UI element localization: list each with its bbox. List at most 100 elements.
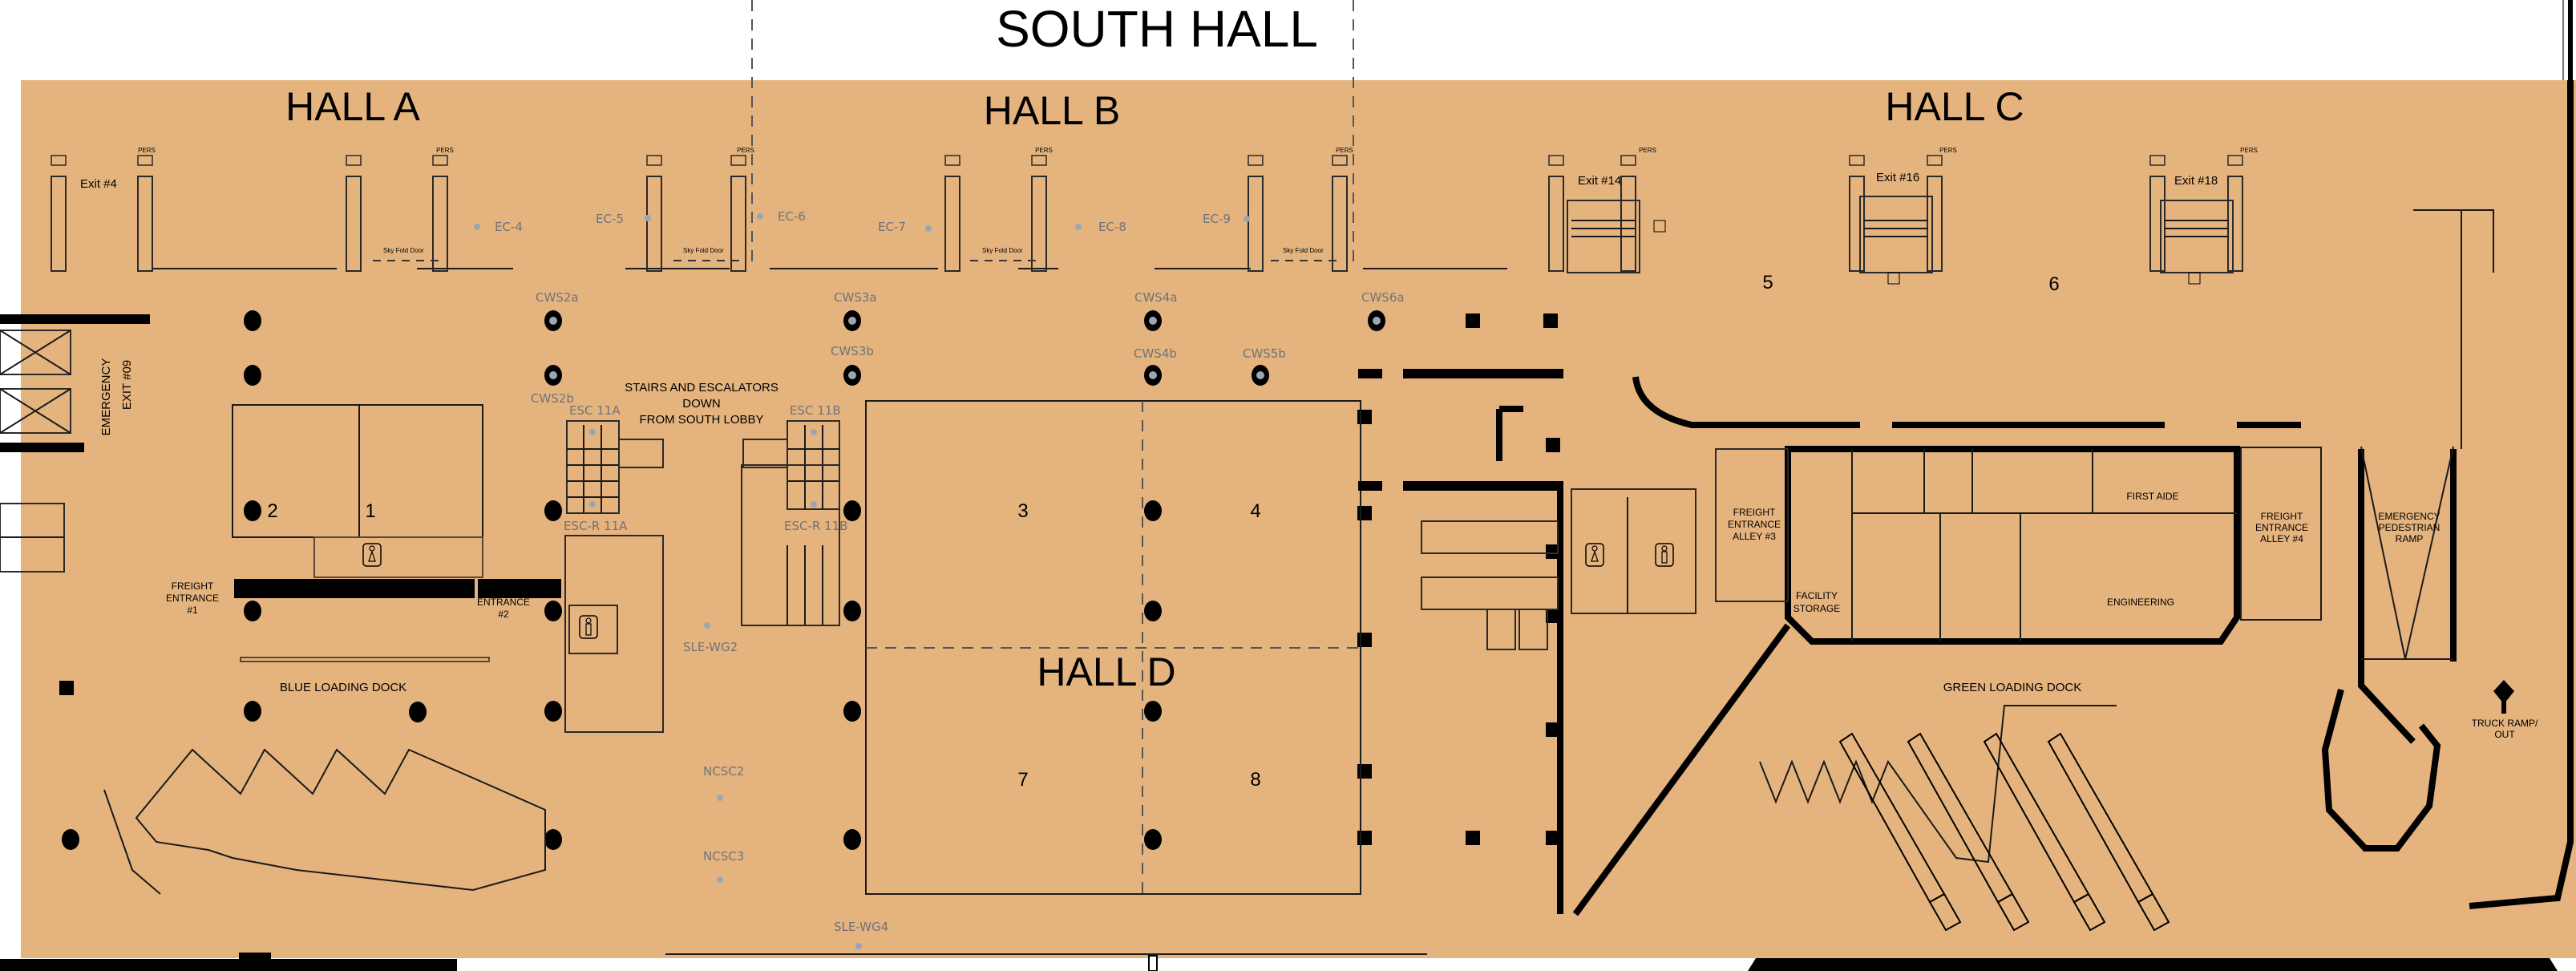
square-column <box>1546 722 1560 737</box>
truck-cab <box>2137 892 2170 932</box>
sensor-dot[interactable] <box>811 429 817 435</box>
meeting-rooms-1-2 <box>232 404 561 598</box>
outlet-box-icon <box>2149 155 2166 166</box>
outlet-box-icon <box>1849 155 1865 166</box>
freight-alley-4-label[interactable]: FREIGHT ENTRANCE ALLEY #4 <box>2255 511 2308 544</box>
freight-entrance-2-label[interactable]: FREIGHT ENTRANCE #2 <box>477 585 530 620</box>
sensor-dot[interactable] <box>589 429 596 435</box>
svg-text:FREIGHT: FREIGHT <box>172 581 214 592</box>
sensor-label-ec5[interactable]: EC-5 <box>596 212 624 226</box>
sensor-label-esc11b[interactable]: ESC 11B <box>790 403 841 418</box>
sensor-label-escr11b[interactable]: ESC-R 11B <box>784 519 847 533</box>
sensor-label-ncsc3[interactable]: NCSC3 <box>703 849 744 864</box>
column <box>1144 601 1162 621</box>
emergency-pedestrian-ramp-label[interactable]: EMERGENCY PEDESTRIAN RAMP <box>2378 511 2440 544</box>
svg-text:ALLEY #3: ALLEY #3 <box>1733 531 1776 542</box>
hall-b-label[interactable]: HALL B <box>984 88 1120 133</box>
hall-c-label[interactable]: HALL C <box>1885 84 2024 129</box>
svg-text:EMERGENCY: EMERGENCY <box>99 358 113 436</box>
emergency-pedestrian-ramp <box>2358 446 2457 744</box>
room-6-label[interactable]: 6 <box>2048 273 2059 295</box>
pylon <box>137 176 153 272</box>
sensor-dot[interactable] <box>589 501 596 508</box>
column <box>409 702 427 722</box>
sensor-label-ec4[interactable]: EC-4 <box>495 220 523 234</box>
sensor-label-cws3a[interactable]: CWS3a <box>834 290 877 305</box>
sensor-label-cws2a[interactable]: CWS2a <box>536 290 579 305</box>
engineering-label[interactable]: ENGINEERING <box>2107 597 2174 608</box>
square-column <box>1357 410 1372 424</box>
room-5-label[interactable]: 5 <box>1762 272 1773 293</box>
svg-text:FREIGHT: FREIGHT <box>2261 511 2303 522</box>
page-title: SOUTH HALL <box>996 0 1318 58</box>
structural-columns <box>59 310 1560 850</box>
column <box>544 601 562 621</box>
hall-d-label[interactable]: HALL D <box>1037 649 1175 694</box>
truck-ramp-out-label[interactable]: TRUCK RAMP/ OUT <box>2472 718 2538 740</box>
blue-loading-dock-label[interactable]: BLUE LOADING DOCK <box>280 681 406 694</box>
sensor-label-cws4a[interactable]: CWS4a <box>1134 290 1178 305</box>
outlet-box-icon <box>1332 155 1348 166</box>
sensor-dot[interactable] <box>757 213 763 220</box>
column <box>843 500 861 521</box>
sensor-label-ec8[interactable]: EC-8 <box>1098 220 1126 234</box>
room-4-label[interactable]: 4 <box>1250 500 1260 522</box>
exit-14-label[interactable]: Exit #14 <box>1578 174 1621 188</box>
sensor-label-ncsc2[interactable]: NCSC2 <box>703 764 744 779</box>
freight-alley-3-label[interactable]: FREIGHT ENTRANCE ALLEY #3 <box>1728 507 1781 542</box>
svg-text:PEDESTRIAN: PEDESTRIAN <box>2379 522 2441 533</box>
sensor-dot[interactable] <box>645 215 651 221</box>
sensor-dot[interactable] <box>704 622 710 629</box>
room-1-label[interactable]: 1 <box>365 500 375 522</box>
stairs-escalators-label[interactable]: STAIRS AND ESCALATORS DOWN FROM SOUTH LO… <box>625 381 778 427</box>
column <box>1144 829 1162 850</box>
sensor-dot[interactable] <box>474 224 480 230</box>
sensor-dot[interactable] <box>1244 216 1250 222</box>
sensor-dot[interactable] <box>717 876 723 883</box>
room-7-label[interactable]: 7 <box>1017 769 1028 791</box>
sensor-label-esc11a[interactable]: ESC 11A <box>569 403 621 418</box>
column <box>843 829 861 850</box>
room-3-label[interactable]: 3 <box>1017 500 1028 522</box>
svg-text:OUT: OUT <box>2494 729 2515 740</box>
facility-storage-label[interactable]: FACILITY STORAGE <box>1793 590 1840 614</box>
green-loading-dock-label[interactable]: GREEN LOADING DOCK <box>1943 681 2082 694</box>
column-sensor-core <box>848 317 856 325</box>
square-column <box>1546 609 1560 623</box>
sensor-dot[interactable] <box>811 501 817 508</box>
sensor-label-cws5b[interactable]: CWS5b <box>1243 346 1286 361</box>
pers-label: PERS <box>1336 147 1353 154</box>
room-2-label[interactable]: 2 <box>267 500 277 522</box>
sensor-label-ec6[interactable]: EC-6 <box>778 209 806 224</box>
sensor-label-cws4b[interactable]: CWS4b <box>1134 346 1177 361</box>
exit-4-label[interactable]: Exit #4 <box>80 177 117 191</box>
sensor-label-cws3b[interactable]: CWS3b <box>831 344 874 358</box>
hall-a-label[interactable]: HALL A <box>285 84 420 129</box>
first-aid-label[interactable]: FIRST AIDE <box>2126 491 2178 502</box>
square-column <box>1546 544 1560 559</box>
sensor-label-slewg2[interactable]: SLE-WG2 <box>683 640 738 654</box>
sensor-label-cws6a[interactable]: CWS6a <box>1361 290 1405 305</box>
pylon <box>1548 176 1564 272</box>
sensor-dot[interactable] <box>925 225 932 232</box>
emergency-exit-09-label[interactable]: EMERGENCY EXIT #09 <box>99 358 134 436</box>
exit-18-label[interactable]: Exit #18 <box>2174 174 2218 188</box>
room-8-label[interactable]: 8 <box>1250 769 1260 791</box>
sensor-dot[interactable] <box>855 943 862 949</box>
pylon <box>2227 176 2243 272</box>
svg-text:ENTRANCE: ENTRANCE <box>477 597 530 608</box>
sensor-label-ec9[interactable]: EC-9 <box>1203 212 1231 226</box>
sensor-dot[interactable] <box>717 795 723 801</box>
sensor-label-cws2b[interactable]: CWS2b <box>531 391 574 406</box>
column-sensor-core <box>848 371 856 379</box>
sensor-label-escr11a[interactable]: ESC-R 11A <box>564 519 628 533</box>
sensor-dot[interactable] <box>1075 224 1082 230</box>
blue-loading-dock-area <box>103 657 546 895</box>
freight-entrance-1-label[interactable]: FREIGHT ENTRANCE #1 <box>166 581 219 616</box>
exit-16-label[interactable]: Exit #16 <box>1876 171 1919 184</box>
svg-text:STORAGE: STORAGE <box>1793 603 1840 614</box>
sensor-label-ec7[interactable]: EC-7 <box>878 220 906 234</box>
sensor-label-slewg4[interactable]: SLE-WG4 <box>834 920 888 934</box>
square-column <box>1543 314 1558 328</box>
